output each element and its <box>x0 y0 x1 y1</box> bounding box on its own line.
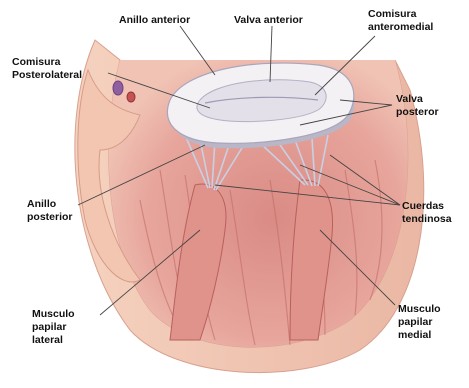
label-musculo-papilar-lateral-line-1: Musculo <box>32 308 75 321</box>
label-anillo-posterior-line-1: Anillo <box>27 198 73 211</box>
label-anillo-anterior: Anillo anterior <box>119 14 190 27</box>
label-anillo-posterior-line-2: posterior <box>27 211 73 224</box>
label-valva-posterior: Valva posteror <box>396 93 439 119</box>
label-valva-posterior-line-1: Valva <box>396 93 439 106</box>
label-comisura-anteromedial: Comisura anteromedial <box>368 8 433 34</box>
coronary-vessel <box>113 81 123 95</box>
label-anillo-posterior: Anillo posterior <box>27 198 73 224</box>
label-musculo-papilar-lateral-line-2: papilar <box>32 321 75 334</box>
label-cuerdas-tendinosas: Cuerdas tendinosa <box>402 200 452 226</box>
label-comisura-anteromedial-line-1: Comisura <box>368 8 433 21</box>
label-cuerdas-tendinosas-line-1: Cuerdas <box>402 200 452 213</box>
label-musculo-papilar-medial-line-2: papilar <box>398 316 441 329</box>
label-comisura-anteromedial-line-2: anteromedial <box>368 21 433 34</box>
label-musculo-papilar-lateral-line-3: lateral <box>32 334 75 347</box>
label-musculo-papilar-medial-line-1: Musculo <box>398 303 441 316</box>
label-cuerdas-tendinosas-line-2: tendinosa <box>402 213 452 226</box>
label-comisura-posterolateral-line-1: Comisura <box>12 56 82 69</box>
label-musculo-papilar-medial-line-3: medial <box>398 329 441 342</box>
label-valva-posterior-line-2: posteror <box>396 106 439 119</box>
label-comisura-posterolateral: Comisura Posterolateral <box>12 56 82 82</box>
label-valva-anterior: Valva anterior <box>234 14 303 27</box>
label-musculo-papilar-medial: Musculo papilar medial <box>398 303 441 342</box>
coronary-vessel-2 <box>127 92 135 102</box>
label-comisura-posterolateral-line-2: Posterolateral <box>12 69 82 82</box>
label-musculo-papilar-lateral: Musculo papilar lateral <box>32 308 75 347</box>
